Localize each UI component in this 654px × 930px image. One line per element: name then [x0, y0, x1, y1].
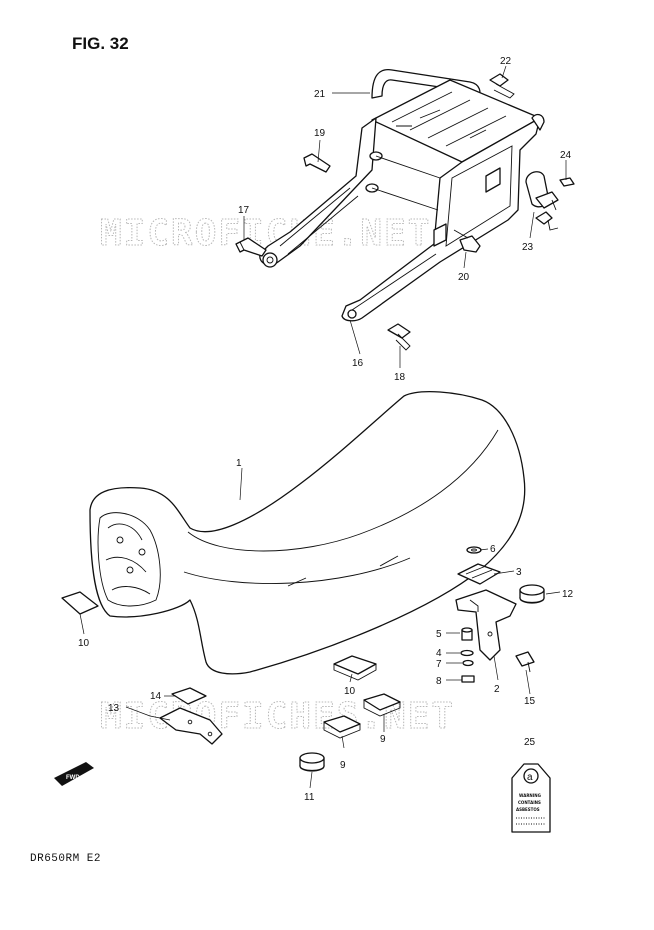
callout-9-left: 9 — [340, 760, 346, 771]
callout-12: 12 — [562, 589, 574, 600]
callout-10-left: 10 — [78, 638, 90, 649]
fwd-label: FWD — [66, 775, 80, 781]
cushion-10-right — [333, 655, 377, 681]
callout-11: 11 — [304, 792, 315, 803]
callout-24: 24 — [560, 150, 572, 161]
callout-15: 15 — [524, 696, 536, 707]
callout-25: 25 — [524, 737, 536, 748]
warning-tag-25: a WARNING CONTAINS ASBESTOS — [511, 763, 551, 833]
callout-16: 16 — [352, 358, 364, 369]
seat-lock-23 — [525, 171, 559, 231]
leader-lines — [79, 65, 567, 789]
forward-arrow: FWD — [54, 762, 94, 786]
callout-20: 20 — [458, 272, 470, 283]
cushion-9-left — [323, 715, 361, 739]
figure-title: FIG. 32 — [72, 34, 129, 53]
callout-21: 21 — [314, 89, 326, 100]
bolt-17 — [235, 237, 267, 257]
washer-4 — [460, 649, 474, 657]
bracket-13 — [159, 707, 223, 745]
callout-6: 6 — [490, 544, 496, 555]
bolt-15 — [515, 651, 535, 673]
callout-4: 4 — [436, 648, 442, 659]
callout-19: 19 — [314, 128, 326, 139]
cushion-9-right — [363, 693, 401, 717]
tag-line-3: ASBESTOS — [516, 807, 540, 812]
watermark-top: MICROFICHE.NET — [100, 213, 431, 254]
callout-1: 1 — [236, 458, 242, 469]
bolt-18 — [387, 323, 411, 351]
bolt-20 — [453, 229, 481, 253]
tag-code: a — [527, 772, 533, 783]
bolt-19 — [303, 153, 331, 173]
callout-10-right: 10 — [344, 686, 356, 697]
screw-24 — [559, 177, 575, 187]
callout-2: 2 — [494, 684, 500, 695]
plate-3 — [457, 563, 501, 585]
cushion-10-left — [61, 591, 99, 615]
tag-line-1: WARNING — [519, 793, 541, 798]
seat-assembly — [89, 390, 526, 675]
bolt-22 — [489, 73, 515, 99]
collar-5 — [461, 627, 473, 641]
callout-5: 5 — [436, 629, 442, 640]
grommet-11 — [299, 752, 325, 772]
plate-14 — [171, 687, 207, 705]
callout-14: 14 — [150, 691, 162, 702]
model-code: DR650RM E2 — [30, 853, 102, 865]
rear-carrier — [259, 68, 545, 322]
callout-23: 23 — [522, 242, 534, 253]
callout-17: 17 — [238, 205, 250, 216]
callouts: 1 2 3 4 5 6 7 8 9 9 10 10 11 12 13 14 15… — [78, 56, 574, 803]
callout-8: 8 — [436, 676, 442, 687]
callout-9-right: 9 — [380, 734, 386, 745]
callout-3: 3 — [516, 567, 522, 578]
callout-13: 13 — [108, 703, 120, 714]
tag-line-2: CONTAINS — [518, 800, 541, 805]
callout-18: 18 — [394, 372, 406, 383]
callout-22: 22 — [500, 56, 512, 67]
bracket-2 — [455, 589, 517, 661]
washer-6 — [466, 546, 482, 554]
cushion-12 — [519, 584, 545, 604]
washer-7 — [462, 659, 474, 667]
nut-8 — [461, 675, 475, 683]
callout-7: 7 — [436, 659, 442, 670]
